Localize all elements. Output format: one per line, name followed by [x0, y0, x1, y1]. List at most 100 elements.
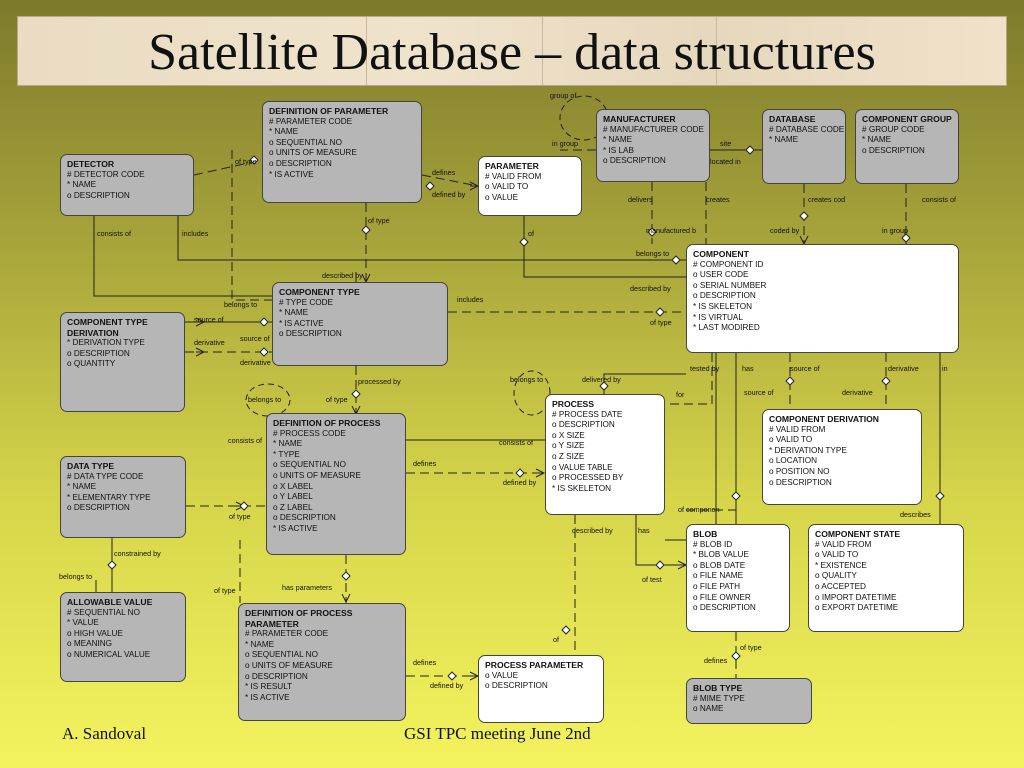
entity-attribute: * VALUE	[67, 618, 99, 628]
entity-attribute: # DATABASE CODE	[769, 124, 845, 134]
entity-component-type-derivation[interactable]: COMPONENT TYPE DERIVATION* DERIVATION TY…	[60, 312, 185, 412]
entity-attribute: # VALID FROM	[769, 424, 826, 434]
relationship-optional-marker	[107, 560, 117, 570]
entity-attribute: * ELEMENTARY TYPE	[67, 492, 151, 502]
relationship-crowfoot-marker	[469, 671, 480, 681]
entity-definition-of-process[interactable]: DEFINITION OF PROCESS# PROCESS CODE* NAM…	[266, 413, 406, 555]
relationship-line	[193, 159, 263, 176]
rel-label: belongs to	[636, 249, 670, 258]
entity-name: DATA TYPE	[67, 461, 115, 471]
entity-attribute: o SEQUENTIAL NO	[269, 137, 342, 147]
entity-database[interactable]: DATABASE# DATABASE CODE* NAME	[762, 109, 846, 184]
relationship-crowfoot-marker	[195, 317, 206, 327]
rel-label: tested by	[690, 364, 720, 373]
entity-attribute: o DESCRIPTION	[485, 681, 548, 691]
entity-manufacturer[interactable]: MANUFACTURER# MANUFACTURER CODE* NAME* I…	[596, 109, 710, 182]
entity-attribute: # VALID FROM	[485, 171, 542, 181]
rel-label: of type	[229, 512, 251, 521]
entity-attribute: # DATA TYPE CODE	[67, 471, 144, 481]
rel-label: of	[528, 229, 534, 238]
entity-attribute: # PARAMETER CODE	[269, 116, 353, 126]
entity-attribute: # PARAMETER CODE	[245, 629, 329, 639]
rel-label: of type	[650, 318, 672, 327]
entity-attribute: * NAME	[67, 180, 97, 190]
entity-name: PROCESS	[552, 399, 595, 409]
entity-attribute: o HIGH VALUE	[67, 628, 123, 638]
rel-label: belongs to	[59, 572, 93, 581]
rel-label: of type	[368, 216, 390, 225]
entity-definition-of-parameter[interactable]: DEFINITION OF PARAMETER# PARAMETER CODE*…	[262, 101, 422, 203]
title-band: Satellite Database – data structures	[17, 16, 1007, 86]
entity-attribute: o DESCRIPTION	[67, 503, 130, 513]
rel-label: includes	[182, 229, 209, 238]
entity-attribute: o DESCRIPTION	[67, 190, 130, 200]
entity-attribute: * NAME	[279, 308, 309, 318]
entity-attribute: # MIME TYPE	[693, 693, 745, 703]
footer-event: GSI TPC meeting June 2nd	[404, 724, 591, 743]
entity-attribute: o NAME	[693, 704, 724, 714]
entity-name: MANUFACTURER	[603, 114, 676, 124]
entity-attribute: o LOCATION	[769, 456, 818, 466]
entity-attribute: o X SIZE	[552, 430, 585, 440]
relationship-optional-marker	[599, 381, 609, 391]
entity-attribute: * IS SKELETON	[693, 301, 753, 311]
entity-attribute: * NAME	[862, 135, 892, 145]
entity-attribute: o UNITS OF MEASURE	[245, 660, 333, 670]
rel-label: defines	[413, 658, 437, 667]
rel-label: manufactured b	[646, 226, 696, 235]
relationship-optional-marker	[519, 237, 529, 247]
rel-label: processed by	[358, 377, 401, 386]
entity-attribute: * IS SKELETON	[552, 483, 612, 493]
entity-attribute: o DESCRIPTION	[67, 348, 130, 358]
rel-label: belongs to	[224, 300, 258, 309]
rel-label: for	[676, 390, 685, 399]
entity-attribute: * DERIVATION TYPE	[67, 338, 145, 348]
footer-author: A. Sandoval	[62, 724, 147, 743]
rel-label: source of	[194, 315, 224, 324]
entity-attribute: * NAME	[273, 439, 303, 449]
entity-attribute: * EXISTENCE	[815, 560, 867, 570]
rel-label: defined by	[432, 190, 466, 199]
entity-attribute: * IS ACTIVE	[269, 169, 314, 179]
entity-attribute: o FILE OWNER	[693, 592, 751, 602]
rel-label: described by	[322, 271, 363, 280]
entity-attribute: # SEQUENTIAL NO	[67, 607, 140, 617]
rel-label: source of	[240, 334, 270, 343]
relationship-optional-marker	[647, 227, 657, 237]
rel-label: of type	[235, 157, 257, 166]
entity-attribute: * NAME	[769, 135, 799, 145]
rel-label: group of	[550, 91, 577, 100]
entity-attribute: o Y SIZE	[552, 441, 585, 451]
entity-name: DATABASE	[769, 114, 816, 124]
relationship-optional-marker	[745, 145, 755, 155]
rel-label: has parameters	[282, 583, 332, 592]
entity-definition-of-process-parameter[interactable]: DEFINITION OF PROCESS PARAMETER# PARAMET…	[238, 603, 406, 721]
entity-attribute: o VALUE TABLE	[552, 462, 613, 472]
entity-attribute: * IS LAB	[603, 145, 634, 155]
entity-attribute: * TYPE	[273, 449, 300, 459]
relationship-crowfoot-marker	[195, 347, 206, 357]
rel-label: located in	[710, 157, 741, 166]
entity-attribute: o DESCRIPTION	[552, 420, 615, 430]
recursive-relationship	[245, 383, 291, 417]
entity-attribute: o X LABEL	[273, 481, 314, 491]
entity-data-type[interactable]: DATA TYPE# DATA TYPE CODE* NAME* ELEMENT…	[60, 456, 186, 538]
entity-component-type[interactable]: COMPONENT TYPE# TYPE CODE* NAME* IS ACTI…	[272, 282, 448, 366]
title-band-seam	[366, 17, 367, 85]
entity-attribute: o EXPORT DATETIME	[815, 603, 899, 613]
relationship-crowfoot-marker	[341, 593, 351, 604]
rel-label: defines	[432, 168, 456, 177]
rel-label: consists of	[97, 229, 131, 238]
